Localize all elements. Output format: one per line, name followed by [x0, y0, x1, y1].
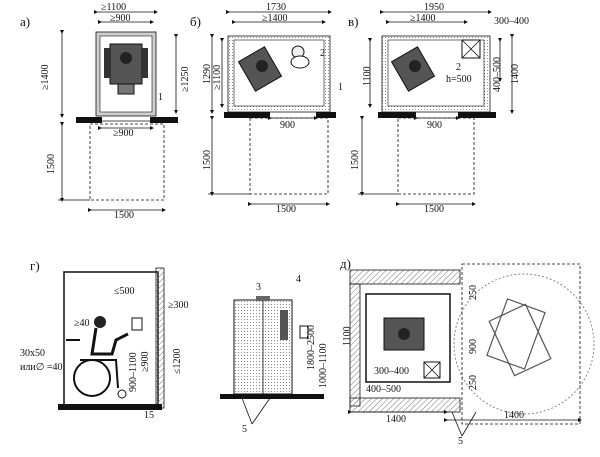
- handrail-section-label-2: или∅ =40: [20, 362, 63, 373]
- dim-a-2: ≥900: [110, 13, 131, 24]
- dim-d-5: 250: [468, 285, 479, 300]
- dim-v-7: 900: [427, 120, 442, 131]
- panel-a-label: а): [20, 14, 30, 29]
- marker-a-1: 1: [158, 92, 163, 103]
- dim-g2-1: 1800–2500: [306, 325, 317, 370]
- approach-area-v: [397, 117, 475, 195]
- dim-g-3: ≥40: [74, 318, 90, 329]
- dim-v-2: ≥1400: [410, 13, 436, 24]
- dim-b-5: 900: [280, 120, 295, 131]
- dim-d-8: 1400: [504, 410, 524, 421]
- dim-a-5: ≥900: [113, 128, 134, 139]
- dim-b-6: 1500: [202, 150, 213, 170]
- dim-g-7: 15: [144, 410, 154, 421]
- panel-g2: 3 4 5 1800–2500 1000–1100: [220, 274, 329, 435]
- dim-g-2: ≥300: [168, 300, 189, 311]
- panel-d: д) 1100 300–400 400–500 1400 250 900 250…: [340, 256, 595, 447]
- wheelchair-user-icon-d: [383, 317, 425, 351]
- marker-d-5: 5: [458, 436, 463, 447]
- dim-d-4: 1400: [386, 414, 406, 425]
- dim-v-1: 1950: [424, 2, 444, 13]
- wheelchair-user-icon: [104, 43, 148, 95]
- call-button: [299, 325, 309, 339]
- dim-v-6: 1400: [510, 64, 521, 84]
- panel-b-label: б): [190, 14, 201, 29]
- approach-area-b: [249, 117, 329, 195]
- dim-d-3: 400–500: [366, 384, 401, 395]
- panel-d-label: д): [340, 256, 351, 271]
- approach-area-a: [89, 123, 165, 201]
- dim-a-4: ≥1250: [180, 67, 191, 93]
- dim-g-5: 900–1100: [128, 352, 139, 392]
- wheelchair-user-icon-v: [390, 46, 436, 92]
- floor-indicator: [256, 296, 270, 301]
- control-panel: [131, 317, 143, 331]
- dim-d-2: 300–400: [374, 366, 409, 377]
- seat-height-note: h=500: [446, 74, 472, 85]
- call-panel: [280, 310, 288, 340]
- wheelchair-turning-icon: [486, 298, 552, 377]
- dim-a-6: 1500: [46, 154, 57, 174]
- panel-g: г) ≤500 ≥300 ≥40 ≥900 900–1100 ≤1200 15 …: [20, 258, 189, 421]
- wheelchair-user-side-icon: [73, 316, 129, 399]
- dim-b-7: 1500: [276, 204, 296, 215]
- marker-g-4: 4: [296, 274, 301, 285]
- dim-v-3: 300–400: [494, 16, 529, 27]
- dim-d-1: 1100: [342, 326, 353, 346]
- wheelchair-user-icon-b: [237, 46, 283, 92]
- dim-v-9: 1500: [424, 204, 444, 215]
- dim-b-1: 1730: [266, 2, 286, 13]
- seat-icon: [461, 39, 481, 59]
- approach-area-d: [461, 263, 581, 425]
- dim-v-5: 400–500: [492, 57, 503, 92]
- panel-g-label: г): [30, 258, 40, 273]
- handrail-section-label: 30x50: [20, 348, 45, 359]
- dim-g-1: ≤500: [114, 286, 135, 297]
- turning-circle: [453, 273, 595, 415]
- dim-g-4: ≥900: [140, 352, 151, 373]
- marker-g-3: 3: [256, 282, 261, 293]
- marker-b-2: 2: [320, 48, 325, 59]
- panel-b: б) 2 1 1730 ≥1400 1290 ≥1100 900 1500 15…: [190, 2, 343, 215]
- dim-v-4: 1100: [362, 66, 373, 86]
- panel-v-label: в): [348, 14, 358, 29]
- dim-b-2: ≥1400: [262, 13, 288, 24]
- panel-a: а) ≥1100 ≥900 ≥1400 ≥1250 1 ≥900: [20, 2, 191, 221]
- marker-g-5: 5: [242, 424, 247, 435]
- dim-g-6: ≤1200: [172, 349, 183, 375]
- dim-g2-2: 1000–1100: [318, 343, 329, 388]
- dim-a-7: 1500: [114, 210, 134, 221]
- marker-b-1: 1: [338, 82, 343, 93]
- dim-b-4: ≥1100: [212, 65, 223, 90]
- standing-person-icon: [290, 45, 310, 69]
- dim-a-1: ≥1100: [101, 2, 126, 13]
- dim-v-8: 1500: [350, 150, 361, 170]
- dim-a-3: ≥1400: [40, 65, 51, 91]
- marker-v-2: 2: [456, 62, 461, 73]
- panel-v: в) 2 h=500 1950 ≥1400 300–400 1100 400–5…: [348, 2, 529, 215]
- dim-d-7: 250: [468, 375, 479, 390]
- dim-b-3: 1290: [202, 64, 213, 84]
- dim-d-6: 900: [468, 339, 479, 354]
